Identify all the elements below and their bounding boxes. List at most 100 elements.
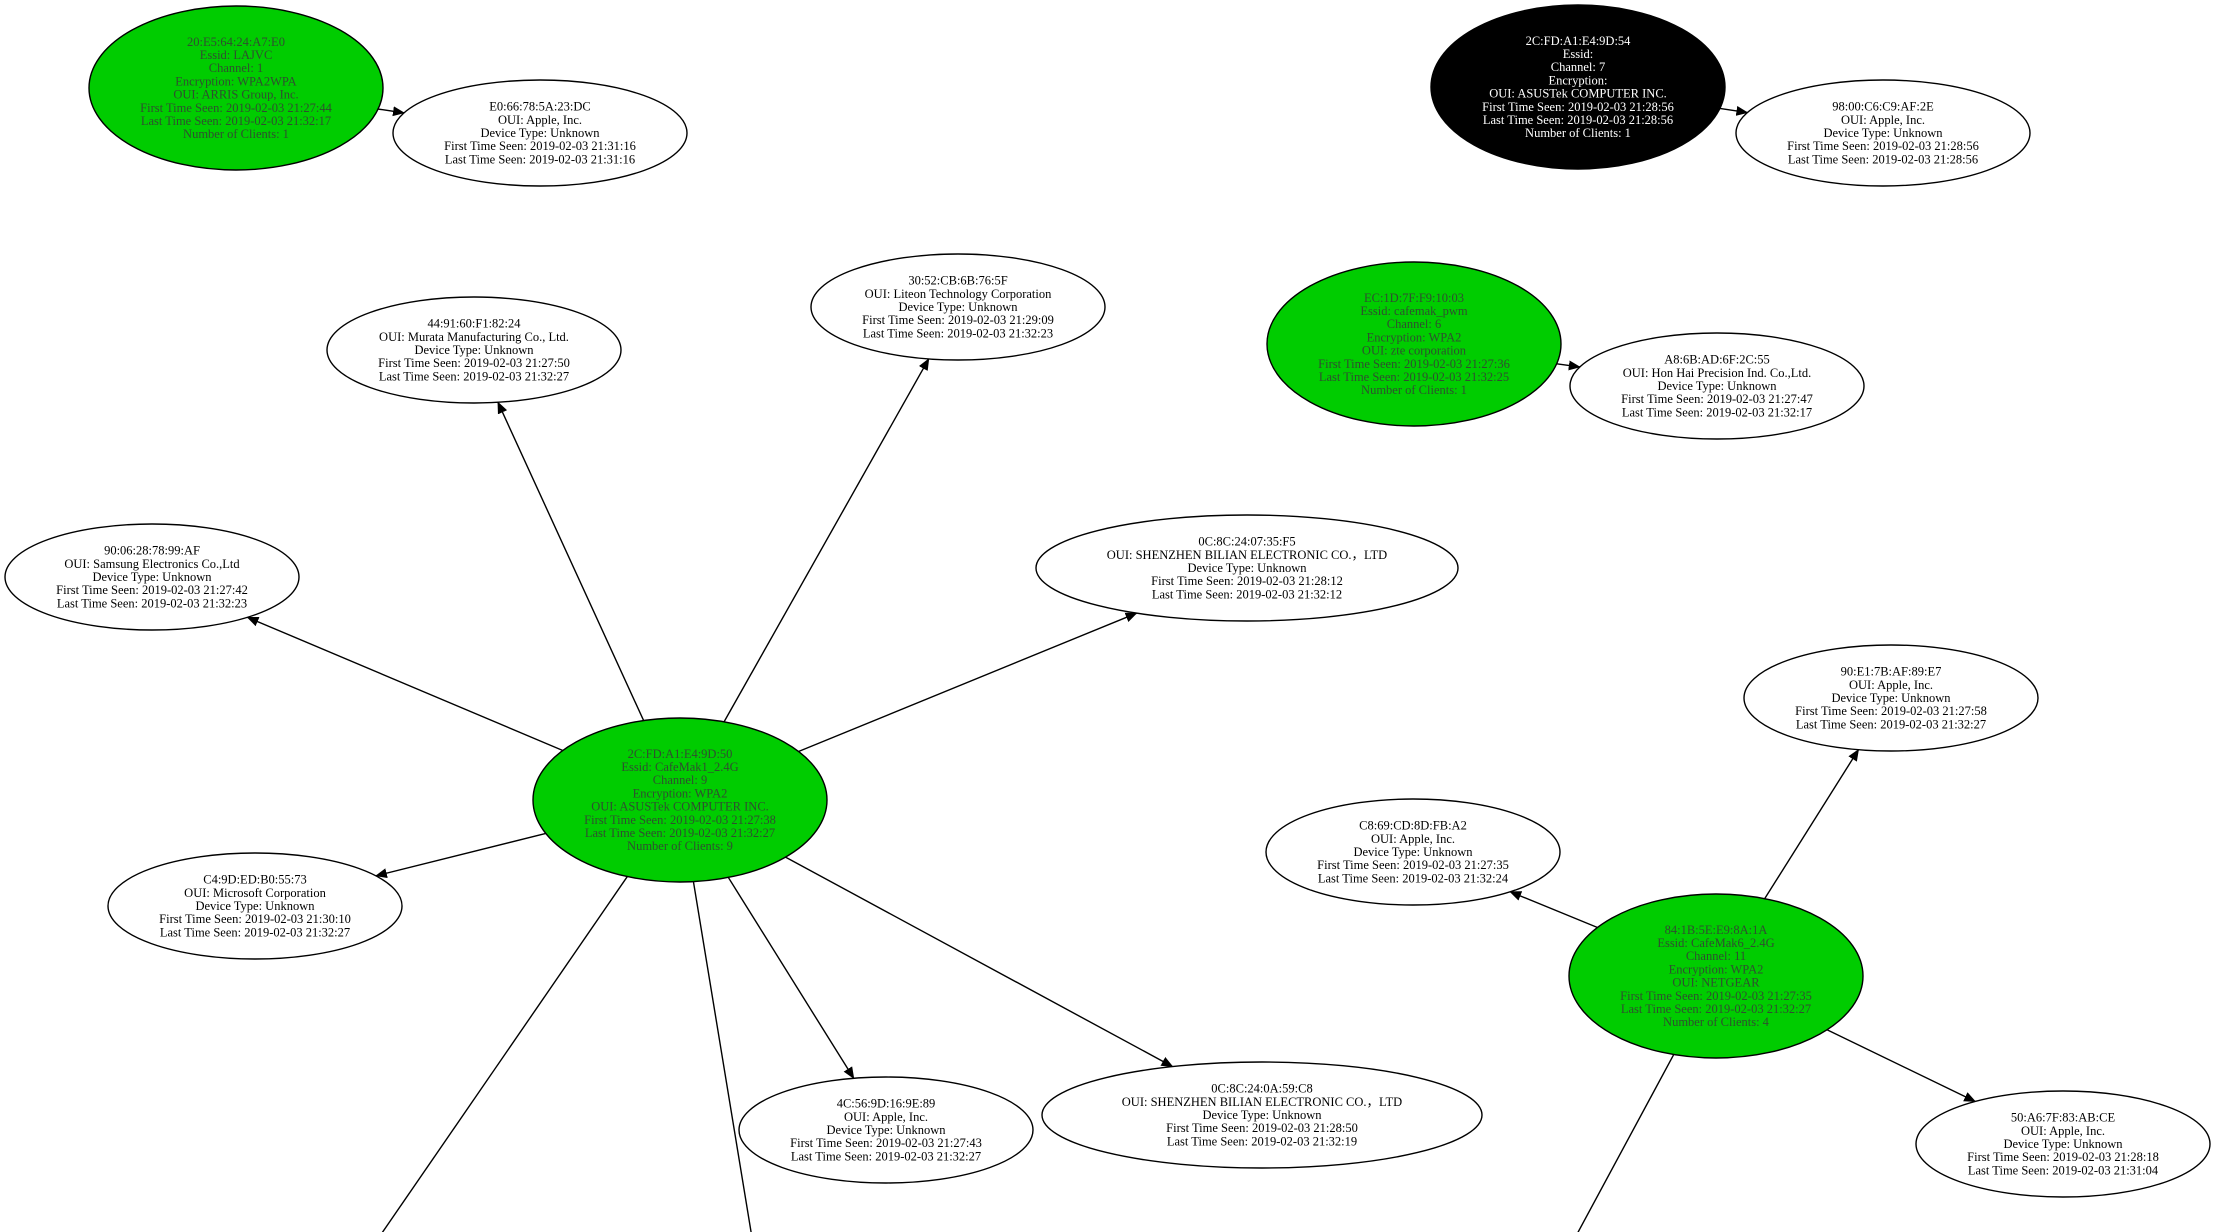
node-text-line: Device Type: Unknown: [1823, 126, 1943, 140]
node-text-line: 0C:8C:24:07:35:F5: [1198, 535, 1295, 549]
edge-ap_2cfd_50-to-offscreen_b: [692, 881, 752, 1232]
node-text-line: Channel: 11: [1686, 949, 1746, 963]
node-text-line: First Time Seen: 2019-02-03 21:27:50: [378, 356, 570, 370]
node-text-line: Last Time Seen: 2019-02-03 21:32:27: [160, 925, 350, 939]
node-text-line: OUI: SHENZHEN BILIAN ELECTRONIC CO.，LTD: [1107, 548, 1387, 562]
node-text-line: Device Type: Unknown: [1187, 561, 1307, 575]
node-text-line: Device Type: Unknown: [1202, 1108, 1322, 1122]
node-text-line: OUI: Apple, Inc.: [844, 1110, 928, 1124]
node-text-line: First Time Seen: 2019-02-03 21:28:18: [1967, 1150, 2159, 1164]
node-ellipse: [1735, 79, 2031, 187]
node-text-line: Device Type: Unknown: [92, 570, 212, 584]
edge-ap_841b-to-offscreen_c: [1577, 1054, 1675, 1232]
node-text-line: OUI: Murata Manufacturing Co., Ltd.: [379, 330, 569, 344]
edge-ap_20e5-to-cl_e066: [377, 106, 406, 117]
node-text-line: First Time Seen: 2019-02-03 21:27:35: [1317, 858, 1509, 872]
node-text-line: 84:1B:5E:E9:8A:1A: [1665, 923, 1768, 937]
node-text-line: Last Time Seen: 2019-02-03 21:32:27: [1796, 717, 1986, 731]
edge-ap_841b-to-cl_c869: [1509, 891, 1598, 929]
node-ellipse: [1041, 1061, 1483, 1169]
node-ellipse: [392, 79, 688, 187]
node-text-line: OUI: Hon Hai Precision Ind. Co.,Ltd.: [1623, 366, 1812, 380]
node-text-line: First Time Seen: 2019-02-03 21:29:09: [862, 313, 1054, 327]
node-text-line: First Time Seen: 2019-02-03 21:31:16: [444, 139, 636, 153]
node-text-line: 2C:FD:A1:E4:9D:54: [1526, 34, 1632, 48]
node-text-line: OUI: ASUSTek COMPUTER INC.: [591, 800, 769, 814]
node-text-line: Last Time Seen: 2019-02-03 21:32:24: [1318, 871, 1509, 885]
node-text-line: Essid:: [1563, 47, 1594, 61]
node-text-line: First Time Seen: 2019-02-03 21:28:56: [1787, 139, 1979, 153]
node-text-line: Number of Clients: 1: [183, 127, 289, 141]
node-text-line: 30:52:CB:6B:76:5F: [908, 274, 1007, 288]
node-text-line: Last Time Seen: 2019-02-03 21:28:56: [1483, 113, 1673, 127]
node-text-line: 98:00:C6:C9:AF:2E: [1832, 100, 1934, 114]
node-text-line: OUI: Apple, Inc.: [2021, 1124, 2105, 1138]
node-text-line: Device Type: Unknown: [1831, 691, 1951, 705]
node-text-line: OUI: Apple, Inc.: [1849, 678, 1933, 692]
node-text-line: EC:1D:7F:F9:10:03: [1364, 291, 1464, 305]
node-ellipse: [1266, 261, 1562, 427]
node-ellipse: [326, 296, 622, 404]
node-text-line: A8:6B:AD:6F:2C:55: [1664, 353, 1770, 367]
node-text-line: Device Type: Unknown: [195, 899, 315, 913]
node-ellipse: [532, 717, 828, 883]
edge-ap_2cfd_50-to-cl_4c56: [727, 877, 855, 1080]
node-text-line: Device Type: Unknown: [480, 126, 600, 140]
node-text-line: Last Time Seen: 2019-02-03 21:32:25: [1319, 370, 1509, 384]
node-ellipse: [810, 253, 1106, 361]
node-text-line: Device Type: Unknown: [414, 343, 534, 357]
node-text-line: Last Time Seen: 2019-02-03 21:32:23: [863, 326, 1053, 340]
node-text-line: OUI: Apple, Inc.: [498, 113, 582, 127]
node-text-line: Device Type: Unknown: [1657, 379, 1777, 393]
node-text-line: First Time Seen: 2019-02-03 21:28:12: [1151, 574, 1343, 588]
node-text-line: Last Time Seen: 2019-02-03 21:32:12: [1152, 587, 1342, 601]
node-ellipse: [107, 852, 403, 960]
node-text-line: Channel: 7: [1551, 60, 1606, 74]
edge-ap_2cfd_50-to-cl_4491: [497, 401, 645, 721]
node-text-line: First Time Seen: 2019-02-03 21:27:58: [1795, 704, 1987, 718]
node-text-line: OUI: Microsoft Corporation: [184, 886, 326, 900]
edge-ap_ec1d-to-cl_a86b: [1556, 360, 1581, 371]
node-text-line: First Time Seen: 2019-02-03 21:27:42: [56, 583, 248, 597]
node-text-line: First Time Seen: 2019-02-03 21:27:47: [1621, 392, 1813, 406]
node-text-line: Last Time Seen: 2019-02-03 21:32:19: [1167, 1134, 1357, 1148]
node-text-line: 90:E1:7B:AF:89:E7: [1841, 665, 1942, 679]
node-ellipse: [1915, 1090, 2211, 1198]
node-text-line: Encryption: WPA2: [633, 786, 728, 800]
node-text-line: C4:9D:ED:B0:55:73: [203, 873, 306, 887]
edges-layer: [246, 105, 1977, 1232]
node-text-line: C8:69:CD:8D:FB:A2: [1359, 819, 1467, 833]
node-ellipse: [4, 523, 300, 631]
node-text-line: 2C:FD:A1:E4:9D:50: [628, 747, 733, 761]
node-text-line: Device Type: Unknown: [2003, 1137, 2123, 1151]
node-text-line: Encryption: WPA2: [1367, 330, 1462, 344]
node-text-line: 20:E5:64:24:A7:E0: [187, 35, 285, 49]
edge-ap_841b-to-cl_90e1: [1764, 748, 1860, 900]
node-text-line: Number of Clients: 1: [1525, 126, 1631, 140]
node-text-line: Last Time Seen: 2019-02-03 21:32:27: [791, 1149, 981, 1163]
node-text-line: OUI: Liteon Technology Corporation: [865, 287, 1052, 301]
node-text-line: Last Time Seen: 2019-02-03 21:32:17: [141, 114, 331, 128]
node-text-line: Device Type: Unknown: [1353, 845, 1473, 859]
node-text-line: Essid: CafeMak6_2.4G: [1657, 936, 1774, 950]
node-text-line: 4C:56:9D:16:9E:89: [837, 1097, 936, 1111]
node-text-line: Last Time Seen: 2019-02-03 21:31:16: [445, 152, 635, 166]
edge-ap_2cfd_50-to-cl_0c8c_f5: [798, 612, 1138, 753]
edge-ap_2cfd_50-to-cl_3052: [723, 358, 930, 723]
node-text-line: 50:A6:7F:83:AB:CE: [2011, 1111, 2116, 1125]
node-text-line: Encryption:: [1548, 73, 1607, 87]
node-ellipse: [88, 5, 384, 171]
node-text-line: Channel: 1: [209, 61, 264, 75]
